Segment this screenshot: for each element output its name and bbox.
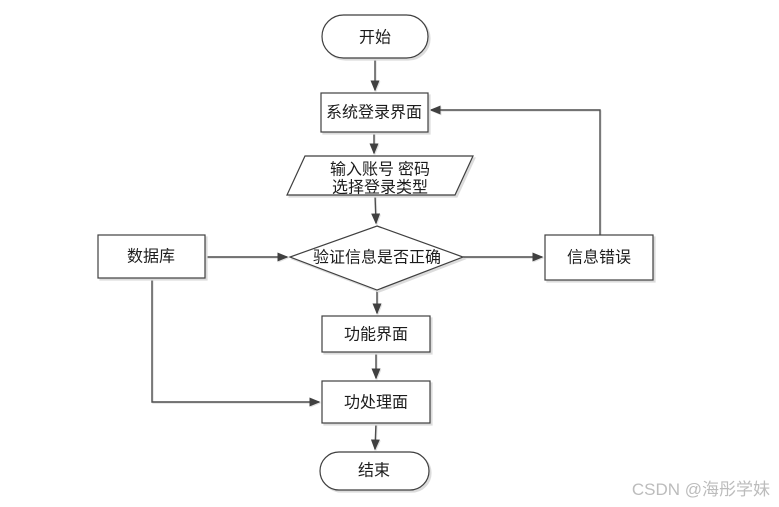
nodes-layer [97, 14, 654, 491]
start-node-label: 开始 [359, 29, 391, 47]
error-node-label: 信息错误 [567, 249, 631, 267]
input-node-label-line1: 输入账号 密码 [330, 161, 430, 179]
verify-node [288, 225, 465, 291]
edge-database-to-process [151, 278, 321, 407]
connectors-layer [151, 58, 601, 451]
end-node-label: 结束 [358, 462, 390, 480]
login-node-label: 系统登录界面 [326, 104, 422, 122]
verify-node-label: 验证信息是否正确 [313, 249, 441, 267]
database-node [97, 234, 206, 279]
process-node [321, 380, 431, 424]
end-node [319, 451, 430, 491]
login-node [320, 92, 429, 133]
database-node-label: 数据库 [127, 248, 175, 266]
edge-input-to-verify [371, 194, 381, 225]
function-node-label: 功能界面 [344, 326, 408, 344]
labels-layer: 开始 系统登录界面 输入账号 密码 选择登录类型 验证信息是否正确 数据库 信息… [127, 29, 631, 480]
function-node [321, 315, 431, 353]
input-node-label-line2: 选择登录类型 [332, 179, 428, 197]
csdn-watermark: CSDN @海彤学妹 [632, 480, 770, 499]
edge-error-to-login [429, 105, 601, 235]
input-node [286, 155, 474, 196]
error-node [544, 234, 654, 281]
process-node-label: 功处理面 [344, 394, 408, 412]
start-node [321, 14, 429, 59]
edge-process-to-end [370, 422, 380, 451]
